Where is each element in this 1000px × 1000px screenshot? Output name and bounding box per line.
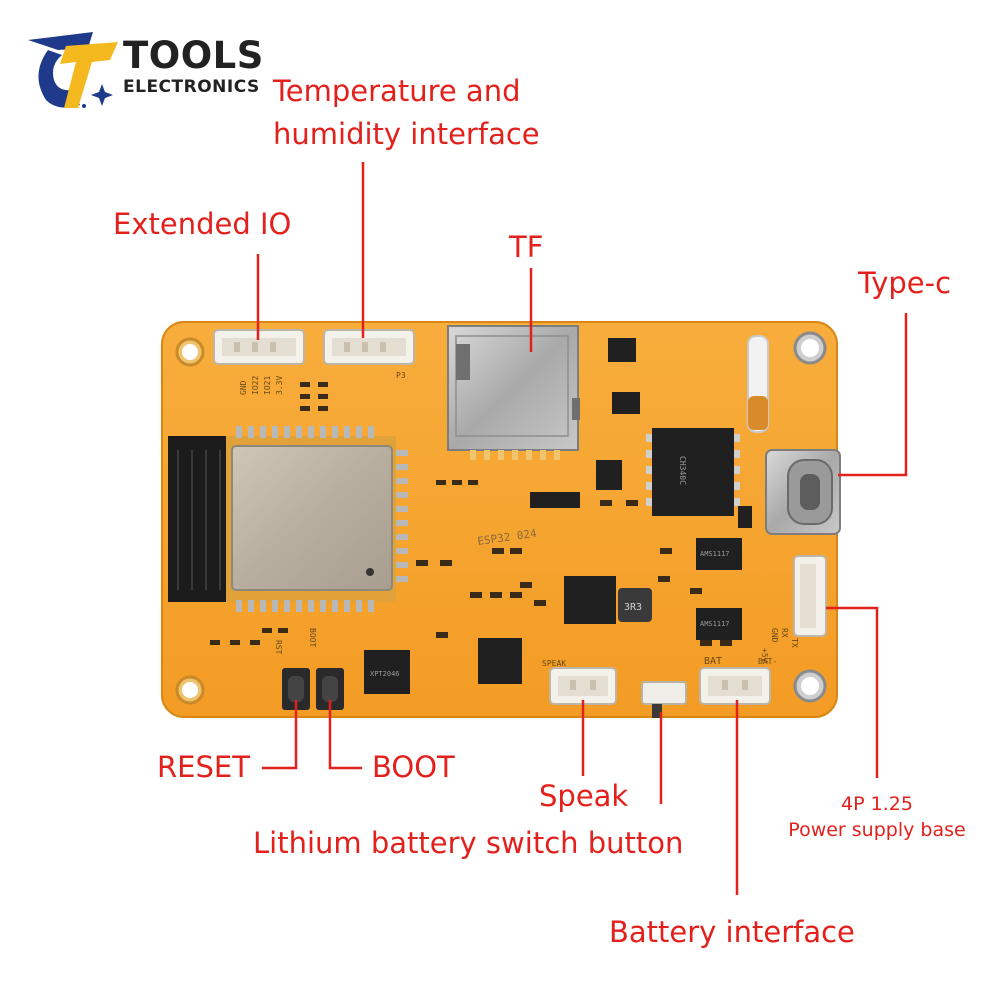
inductor	[618, 588, 652, 622]
label-temperature-line1: Temperature and	[273, 74, 521, 108]
label-extended-io: Extended IO	[113, 207, 292, 241]
silk-tx: TX	[790, 638, 799, 648]
label-power-base: 4P 1.25 Power supply base	[778, 792, 976, 843]
silk-bat-minus: BAT-	[758, 657, 777, 666]
silk-rx: RX	[780, 628, 789, 638]
label-power-base-line1: 4P 1.25	[841, 793, 913, 815]
tf-card-slot	[447, 325, 580, 460]
label-power-base-line2: Power supply base	[788, 818, 966, 841]
temperature-humidity-connector	[323, 329, 415, 365]
brand-subtitle: ELECTRONICS	[123, 77, 260, 97]
line-type-c	[838, 313, 908, 477]
label-tf: TF	[509, 230, 544, 264]
extended-io-connector	[213, 329, 305, 365]
silk-ams1117-a: AMS1117	[700, 550, 730, 558]
battery-connector	[699, 667, 771, 705]
line-boot	[328, 700, 362, 770]
label-battery-interface: Battery interface	[609, 915, 855, 949]
battery-switch-part	[641, 681, 687, 718]
label-boot: BOOT	[372, 750, 455, 784]
silk-5v: +5V	[760, 648, 769, 663]
brand-name: TOOLS	[123, 34, 264, 77]
label-type-c: Type-c	[858, 266, 952, 300]
silk-p3: P3	[396, 371, 406, 380]
brand-logo-icon	[28, 32, 118, 108]
silk-speak: SPEAK	[542, 659, 566, 668]
silk-gnd-1: GND	[239, 380, 248, 395]
mounting-holes	[175, 331, 827, 705]
silk-io21: IO21	[263, 376, 272, 395]
boot-button-part	[316, 668, 344, 710]
reset-button-part	[282, 668, 310, 710]
silk-boot: BOOT	[308, 628, 317, 647]
label-reset: RESET	[157, 750, 250, 784]
speak-connector	[549, 667, 617, 705]
silk-bat: BAT	[704, 656, 722, 667]
type-c-port	[765, 449, 841, 535]
silk-ams1117-b: AMS1117	[700, 620, 730, 628]
label-battery-switch: Lithium battery switch button	[253, 826, 684, 860]
silk-inductor: 3R3	[624, 602, 642, 613]
label-temperature-line2: humidity interface	[273, 117, 540, 151]
power-supply-base-connector	[793, 555, 827, 637]
label-speak: Speak	[539, 779, 629, 813]
line-power-base	[826, 606, 879, 778]
ch340-chip	[652, 428, 734, 516]
silk-io22: IO22	[251, 376, 260, 395]
silk-3v3: 3.3V	[275, 376, 284, 395]
line-reset	[262, 700, 298, 770]
silk-ch340: CH340C	[678, 456, 687, 485]
silk-rst: RST	[274, 640, 283, 655]
silk-xpt2046: XPT2046	[370, 670, 400, 678]
silk-gnd-2: GND	[770, 628, 779, 643]
